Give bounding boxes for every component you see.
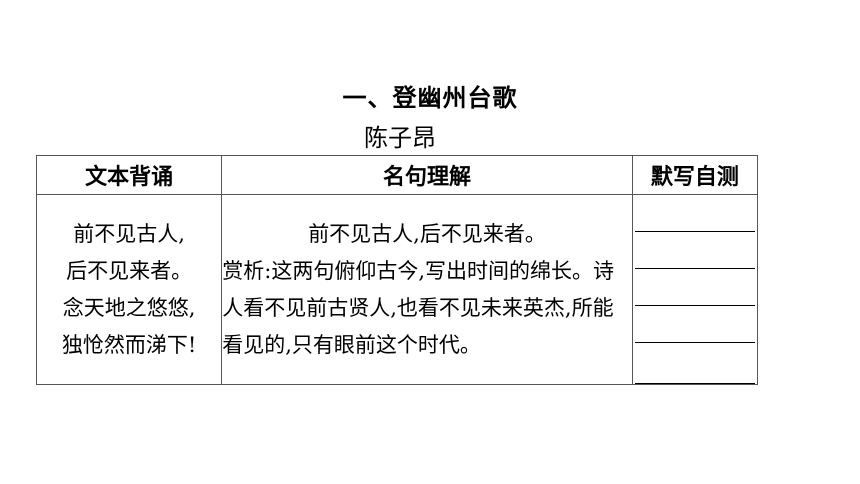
author-name: 陈子昂 (364, 124, 436, 152)
poem-line: 独怆然而涕下! (61, 332, 197, 357)
dictation-blank-line[interactable] (634, 269, 755, 306)
dictation-blank-line[interactable] (634, 306, 755, 343)
poem-line: 后不见来者。 (66, 258, 193, 283)
analysis-text: 赏析:这两句俯仰古今,写出时间的绵长。诗人看不见前古贤人,也看不见未来英杰,所能… (222, 258, 614, 357)
header-famous-line-understanding: 名句理解 (221, 155, 633, 195)
table-header-row: 文本背诵 名句理解 默写自测 (35, 155, 759, 195)
header-dictation-test: 默写自测 (631, 155, 759, 195)
dictation-blank-line[interactable] (634, 343, 755, 384)
dictation-cell (631, 194, 759, 385)
dictation-blank-line[interactable] (634, 195, 755, 232)
famous-line: 前不见古人,后不见来者。 (308, 221, 546, 246)
poem-line: 念天地之悠悠, (62, 295, 196, 320)
dictation-blank-line[interactable] (634, 232, 755, 269)
study-table: 文本背诵 名句理解 默写自测 前不见古人, 后不见来者。 念天地之悠悠, 独怆然… (35, 155, 759, 385)
table-row: 前不见古人, 后不见来者。 念天地之悠悠, 独怆然而涕下! 前不见古人,后不见来… (35, 194, 759, 385)
analysis-cell: 前不见古人,后不见来者。 赏析:这两句俯仰古今,写出时间的绵长。诗人看不见前古贤… (221, 194, 633, 385)
header-text-recitation: 文本背诵 (35, 155, 223, 195)
poem-text-cell: 前不见古人, 后不见来者。 念天地之悠悠, 独怆然而涕下! (35, 194, 223, 385)
page-title: 一、登幽州台歌 (342, 84, 518, 112)
poem-line: 前不见古人, (73, 221, 185, 246)
